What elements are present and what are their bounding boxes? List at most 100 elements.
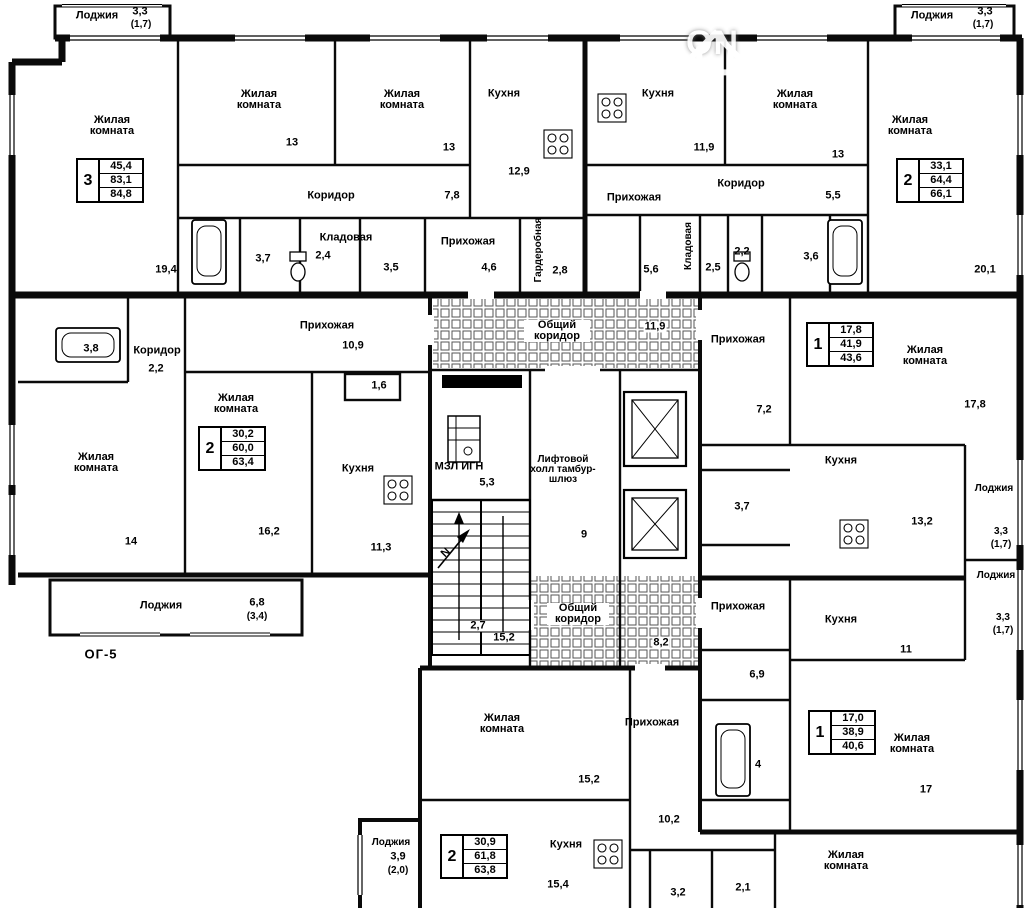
core-stairs-area2: 15,2 bbox=[492, 631, 516, 644]
apt2t-kitchen-label: Кухня bbox=[641, 87, 675, 100]
apt3-storage-label: Кладовая bbox=[319, 231, 373, 244]
core-corridor-bottom-area: 8,2 bbox=[652, 636, 670, 649]
core-tech-label: МЗЛ ИГН bbox=[434, 460, 484, 473]
apt2t-wc-area: 2,2 bbox=[734, 245, 750, 258]
apt3-total-area: 84,8 bbox=[110, 188, 132, 200]
apt3-living-area: 45,4 bbox=[100, 160, 142, 174]
apt1a-loggia1-area: 3,3 bbox=[994, 526, 1008, 537]
core-lift-hall-label: Лифтовой холл тамбур-шлюз bbox=[530, 454, 596, 485]
apt1b-kitchen-label: Кухня bbox=[824, 613, 858, 626]
windows bbox=[8, 3, 1024, 905]
apt2b-hall-label: Прихожая bbox=[624, 716, 680, 729]
apt2m-closet-area: 1,6 bbox=[371, 379, 387, 392]
loggia-top-right-area2: (1,7) bbox=[972, 19, 994, 30]
loggia-top-right-area: 3,3 bbox=[977, 5, 993, 18]
apt2m-corridor-label: Коридор bbox=[133, 344, 181, 357]
apt3-room3-area: 13 bbox=[442, 141, 456, 154]
apt2b-living-area: 30,9 bbox=[464, 836, 506, 850]
apt2m-corridor-area: 2,2 bbox=[148, 362, 164, 375]
loggia-top-right-label: Лоджия bbox=[910, 9, 954, 22]
apt2b-room2-label: Жилая комната bbox=[823, 849, 869, 872]
apt2t-bath2-area: 3,6 bbox=[803, 250, 819, 263]
apt1b-kitchen-area: 11 bbox=[900, 643, 912, 656]
apt1a-loggia2-area2: (1,7) bbox=[992, 625, 1014, 636]
apt2m-room1-area: 16,2 bbox=[258, 525, 280, 538]
apt1b-living-area: 17,0 bbox=[832, 712, 874, 726]
apt2t-room1-area: 20,1 bbox=[974, 263, 996, 276]
apt2t-summary-table: 2 33,1 64,4 66,1 bbox=[896, 158, 964, 203]
apt1b-corridor-area: 6,9 bbox=[749, 668, 765, 681]
apt1a-loggia2-label: Лоджия bbox=[976, 570, 1016, 581]
apt1a-area: 41,9 bbox=[830, 338, 872, 352]
apt3-bath-area: 3,7 bbox=[255, 252, 271, 265]
loggia-top-left-label: Лоджия bbox=[75, 9, 119, 22]
apt3-hall-label: Прихожая bbox=[440, 235, 496, 248]
apt1a-bath-area: 3,7 bbox=[734, 500, 750, 513]
core-corridor-bottom-label: Общий коридор bbox=[547, 603, 609, 625]
apt2t-area: 64,4 bbox=[920, 174, 962, 188]
tiled-floor bbox=[433, 299, 699, 666]
apt1a-rooms-count: 1 bbox=[808, 324, 830, 365]
apt3-wardrobe-area: 2,8 bbox=[552, 264, 568, 277]
walls-inner bbox=[18, 38, 1020, 908]
apt2t-total-area: 66,1 bbox=[930, 188, 952, 200]
apt2t-room2-area: 13 bbox=[831, 148, 845, 161]
apt3-kitchen-area: 12,9 bbox=[508, 165, 530, 178]
walls-outer bbox=[8, 4, 1024, 908]
apt2b-bath-area: 3,2 bbox=[670, 886, 686, 899]
apt2b-kitchen-label: Кухня bbox=[549, 838, 583, 851]
apt1a-kitchen-label: Кухня bbox=[824, 454, 858, 467]
apt2m-total-area: 63,4 bbox=[232, 456, 254, 468]
apt2m-room2-label: Жилая комната bbox=[73, 451, 119, 474]
apt2b-loggia-area: 3,9 bbox=[390, 850, 406, 863]
apt2b-loggia-label: Лоджия bbox=[371, 837, 411, 848]
apt2m-kitchen-area: 11,3 bbox=[370, 541, 392, 554]
apt2m-summary-table: 2 30,2 60,0 63,4 bbox=[198, 426, 266, 471]
apt2t-storage-label: Кладовая bbox=[683, 222, 694, 270]
elevator-icon bbox=[622, 390, 688, 560]
apt3-summary-table: 3 45,4 83,1 84,8 bbox=[76, 158, 144, 203]
apt2m-rooms-count: 2 bbox=[200, 428, 222, 469]
bathtub-icon bbox=[55, 219, 863, 797]
apt3-room3-label: Жилая комната bbox=[379, 88, 425, 111]
apt3-room1-label: Жилая комната bbox=[89, 114, 135, 137]
apt2m-living-area: 30,2 bbox=[222, 428, 264, 442]
apt1b-area: 38,9 bbox=[832, 726, 874, 740]
apt2m-loggia-area: 6,8 bbox=[249, 596, 265, 609]
apt2b-room1-label: Жилая комната bbox=[479, 712, 525, 735]
apt3-rooms-count: 3 bbox=[78, 160, 100, 201]
apt1b-room-area: 17 bbox=[919, 783, 933, 796]
apt2m-room2-area: 14 bbox=[124, 535, 138, 548]
watermark: ON bbox=[686, 24, 742, 76]
apt2t-living-area: 33,1 bbox=[920, 160, 962, 174]
apt3-kitchen-label: Кухня bbox=[487, 87, 521, 100]
apt2t-room1-label: Жилая комната bbox=[887, 114, 933, 137]
apt2m-area: 60,0 bbox=[222, 442, 264, 456]
apt2m-hall-area: 10,9 bbox=[342, 339, 364, 352]
apt3-wardrobe-label: Гардеробная bbox=[533, 217, 544, 283]
apt2b-total-area: 63,8 bbox=[474, 864, 496, 876]
apt3-room1-area: 19,4 bbox=[155, 263, 177, 276]
apt2t-rooms-count: 2 bbox=[898, 160, 920, 201]
apt2m-kitchen-label: Кухня bbox=[341, 462, 375, 475]
apt2b-summary-table: 2 30,9 61,8 63,8 bbox=[440, 834, 508, 879]
apt2t-corridor-label: Коридор bbox=[717, 177, 765, 190]
apt3-corridor-area: 7,8 bbox=[444, 189, 460, 202]
apt1b-total-area: 40,6 bbox=[842, 740, 864, 752]
apt2b-loggia-area2: (2,0) bbox=[387, 865, 409, 876]
apt1a-room-area: 17,8 bbox=[964, 398, 986, 411]
apt1b-bath-area: 4 bbox=[754, 758, 762, 771]
apt2m-loggia-label: Лоджия bbox=[139, 599, 183, 612]
apt3-storage-area: 2,4 bbox=[315, 249, 331, 262]
apt2b-rooms-count: 2 bbox=[442, 836, 464, 877]
toilet-icon bbox=[289, 251, 751, 282]
apt2m-hall-label: Прихожая bbox=[299, 319, 355, 332]
apt1a-loggia1-area2: (1,7) bbox=[990, 539, 1012, 550]
apt2t-corridor-area: 5,5 bbox=[825, 189, 841, 202]
apt1b-entry-area: 10,2 bbox=[658, 813, 680, 826]
apt2t-bath-area: 5,6 bbox=[643, 263, 659, 276]
apt1b-room-label: Жилая комната bbox=[889, 732, 935, 755]
apt2b-area: 61,8 bbox=[464, 850, 506, 864]
